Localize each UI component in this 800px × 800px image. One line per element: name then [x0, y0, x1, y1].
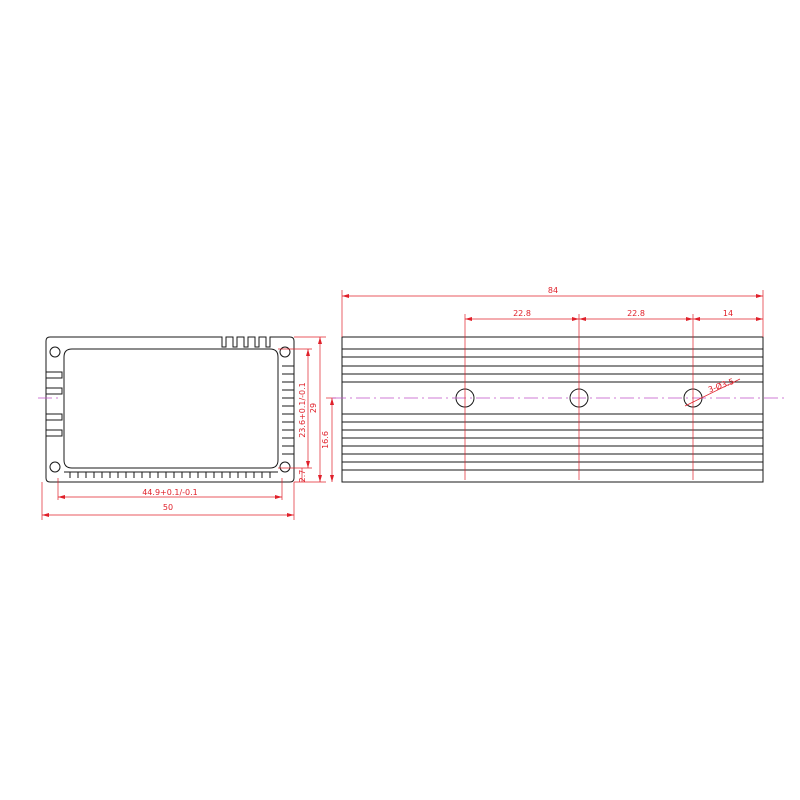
end-view-right-fins [282, 365, 294, 455]
end-view-left-fins [46, 371, 63, 437]
end-view-bottom-comb [64, 471, 278, 478]
dim-outer-height-label: 29 [309, 403, 318, 413]
dim-total-length-label: 84 [548, 286, 558, 295]
hole-callout-leader [684, 378, 741, 407]
dim-center-height-label: 16.6 [321, 431, 330, 449]
end-view-inner-cavity [63, 348, 279, 469]
hole-callout-label: 3-Ø3.5 [707, 376, 736, 395]
dim-inner-height-label: 23.6+0.1/-0.1 [298, 382, 307, 438]
side-view-outline [341, 336, 764, 483]
dim-hole-spacing-1-label: 22.8 [513, 309, 531, 318]
dim-inner-width-label: 44.9+0.1/-0.1 [142, 488, 198, 497]
end-view [38, 336, 295, 483]
screw-boss-bottom-right [279, 461, 291, 473]
side-view [332, 336, 785, 483]
screw-boss-top-left [49, 346, 61, 358]
dim-outer-width-label: 50 [163, 503, 173, 512]
side-view-dimensions: 84 22.8 22.8 14 3-Ø3.5 [341, 286, 764, 480]
dim-end-offset-label: 14 [723, 309, 733, 318]
dim-base-offset-label: 2.7 [298, 470, 307, 483]
screw-boss-top-right [279, 346, 291, 358]
screw-boss-bottom-left [49, 461, 61, 473]
end-view-dimensions: 44.9+0.1/-0.1 50 23.6+0.1/-0.1 29 16.6 2… [41, 336, 336, 520]
end-view-outer-profile [45, 336, 295, 483]
side-view-fin-lines [342, 348, 763, 471]
dim-hole-spacing-2-label: 22.8 [627, 309, 645, 318]
